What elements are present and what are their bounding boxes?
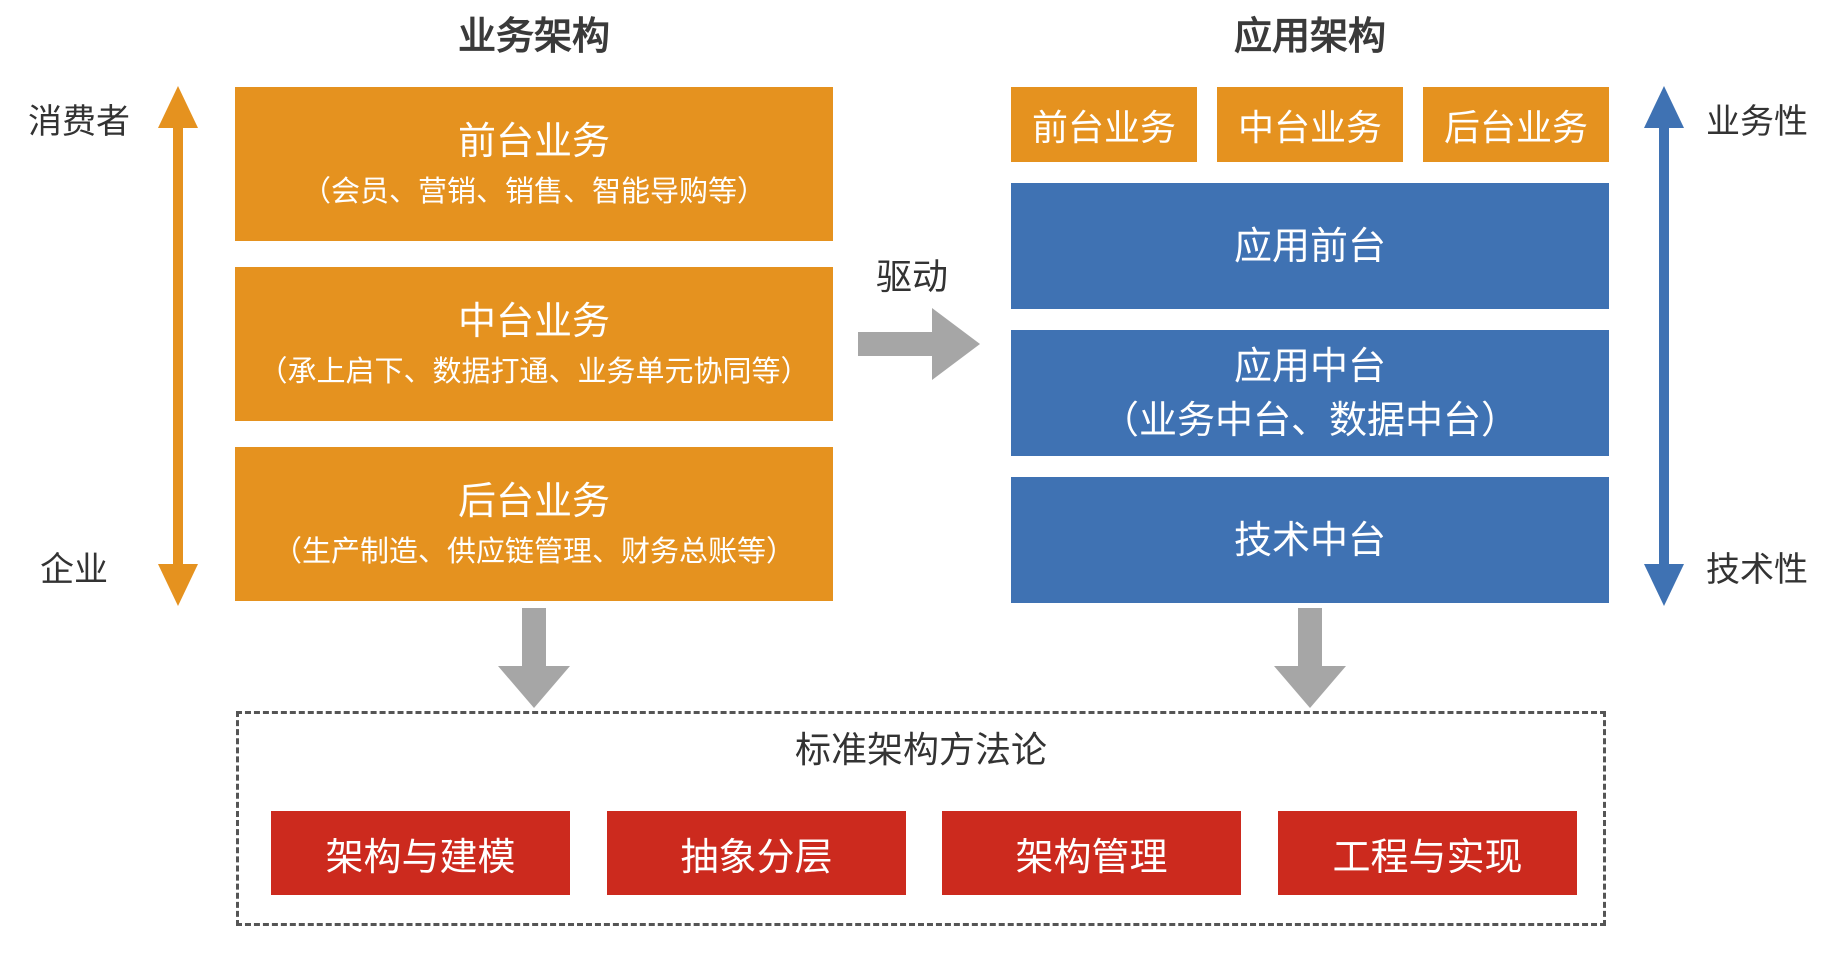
- application-architecture-title: 应用架构: [1233, 14, 1386, 58]
- consumer-label: 消费者: [28, 102, 130, 142]
- middle-business-detail: （承上启下、数据打通、业务单元协同等）: [258, 354, 810, 388]
- middle-business-title: 中台业务: [457, 299, 610, 343]
- front-business-title: 前台业务: [457, 119, 610, 163]
- business-technical-double-arrow: [1644, 86, 1684, 606]
- tech-middle-title: 技术中台: [1233, 518, 1386, 562]
- drive-arrow-icon: [858, 308, 980, 380]
- front-business-box: 前台业务 （会员、营销、销售、智能导购等）: [235, 87, 833, 241]
- technical-nature-label: 技术性: [1706, 550, 1808, 590]
- method-item-management: 架构管理: [942, 811, 1241, 895]
- app-frontend-title: 应用前台: [1233, 224, 1386, 268]
- tech-middle-box: 技术中台: [1011, 477, 1609, 603]
- consumer-enterprise-double-arrow: [158, 86, 198, 606]
- business-architecture-title: 业务架构: [457, 14, 610, 58]
- middle-business-box: 中台业务 （承上启下、数据打通、业务单元协同等）: [235, 267, 833, 421]
- business-nature-label: 业务性: [1706, 102, 1808, 142]
- back-business-detail: （生产制造、供应链管理、财务总账等）: [272, 534, 795, 568]
- method-item-engineering: 工程与实现: [1278, 811, 1577, 895]
- back-business-box: 后台业务 （生产制造、供应链管理、财务总账等）: [235, 447, 833, 601]
- front-business-detail: （会员、营销、销售、智能导购等）: [301, 174, 766, 208]
- app-middle-title: 应用中台: [1233, 344, 1386, 388]
- enterprise-label: 企业: [40, 550, 108, 590]
- app-middle-detail: （业务中台、数据中台）: [1100, 398, 1519, 442]
- method-item-abstraction: 抽象分层: [607, 811, 906, 895]
- app-top-tag-front: 前台业务: [1011, 87, 1197, 162]
- left-down-arrow-icon: [498, 608, 570, 708]
- right-down-arrow-icon: [1274, 608, 1346, 708]
- method-item-modeling: 架构与建模: [271, 811, 570, 895]
- methodology-title: 标准架构方法论: [794, 730, 1047, 771]
- app-middle-box: 应用中台 （业务中台、数据中台）: [1011, 330, 1609, 456]
- app-frontend-box: 应用前台: [1011, 183, 1609, 309]
- back-business-title: 后台业务: [457, 479, 610, 523]
- app-top-tag-back: 后台业务: [1423, 87, 1609, 162]
- methodology-container: [236, 711, 1606, 926]
- app-top-tag-middle: 中台业务: [1217, 87, 1403, 162]
- drive-label: 驱动: [876, 257, 949, 298]
